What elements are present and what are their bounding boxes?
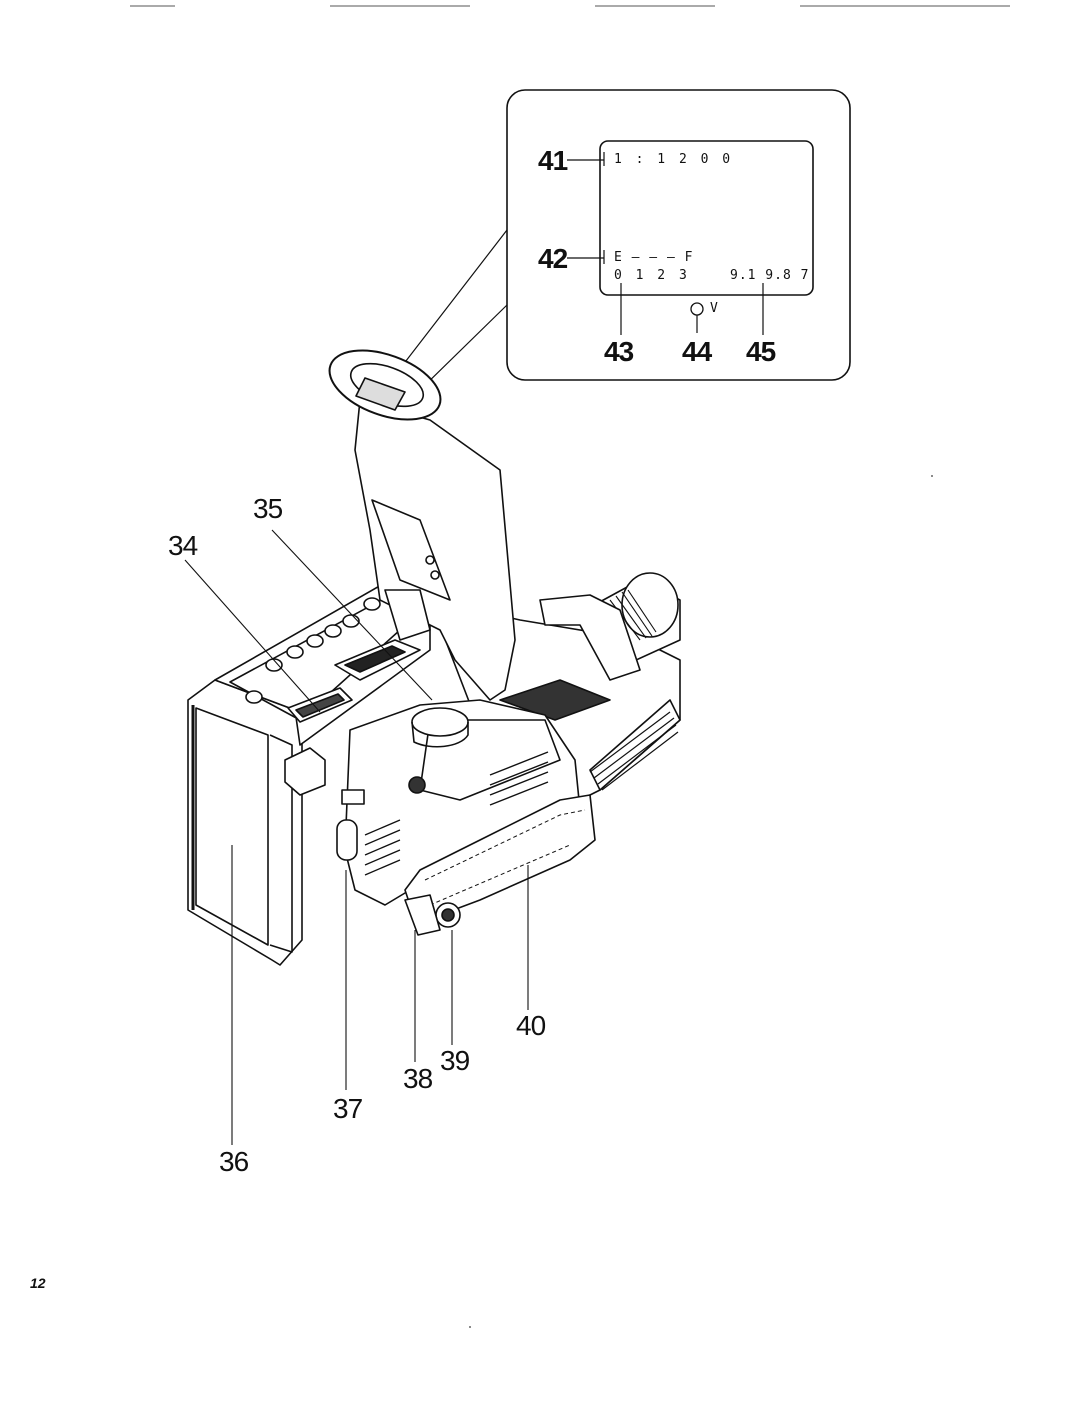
- callout-38: 38: [403, 1063, 433, 1094]
- callout-36: 36: [219, 1146, 249, 1177]
- viewfinder-screen: [599, 140, 814, 296]
- callout-35: 35: [253, 493, 283, 524]
- viewfinder-leaders: [567, 152, 764, 335]
- callout-45: 45: [746, 336, 776, 367]
- tape-counter-display: 1 : 1 2 0 0: [614, 152, 734, 167]
- callout-41: 41: [538, 145, 568, 176]
- callout-43: 43: [604, 336, 634, 367]
- callout-42: 42: [538, 243, 568, 274]
- callout-44: 44: [682, 336, 712, 367]
- callout-34: 34: [168, 530, 198, 561]
- indicator-lamp-icon: [690, 302, 704, 316]
- indicator-label: V: [710, 301, 721, 316]
- callout-leaders: [184, 529, 529, 1145]
- date-display: 9.1 9.8 7: [730, 268, 810, 283]
- callout-37: 37: [333, 1093, 363, 1124]
- scale-display: 0 1 2 3: [614, 268, 690, 283]
- camcorder-body: [187, 349, 681, 966]
- page-number: 12: [30, 1275, 46, 1291]
- battery-level-display: E – – – F: [614, 250, 694, 265]
- callout-40: 40: [516, 1010, 546, 1041]
- inset-panel: [506, 89, 851, 381]
- callout-39: 39: [440, 1045, 470, 1076]
